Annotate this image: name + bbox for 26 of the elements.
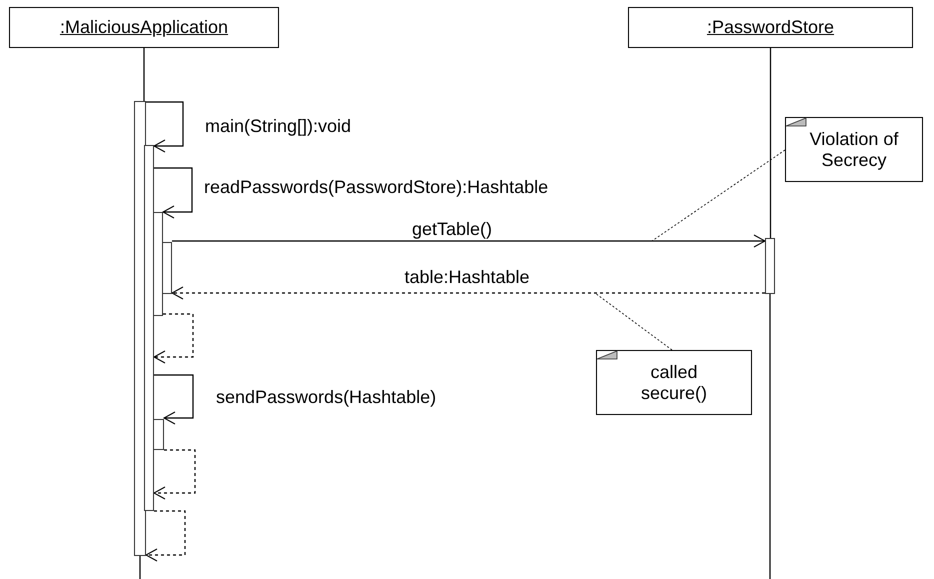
- message-arrow: [154, 374, 194, 424]
- activation-bar: [153, 419, 164, 450]
- activation-bar: [144, 145, 154, 511]
- lifeline: [143, 48, 145, 101]
- note-text: called secure(): [640, 362, 708, 404]
- note: [785, 117, 923, 182]
- message-arrow: [146, 101, 184, 152]
- return-arrow: [146, 510, 186, 562]
- lifeline-header: [9, 7, 279, 48]
- message-arrow: [154, 167, 193, 218]
- leader-line: [652, 150, 786, 242]
- return-arrow: [154, 313, 194, 364]
- return-arrow: [154, 449, 196, 500]
- activation-bar: [765, 238, 775, 294]
- activation-bar: [153, 212, 163, 316]
- note: [596, 350, 752, 415]
- return-arrow: [172, 286, 765, 300]
- leader-line: [594, 292, 672, 350]
- edge-label: readPasswords(PasswordStore):Hashtable: [202, 177, 550, 198]
- lifeline-header: [628, 7, 913, 48]
- note-text: Violation of Secrecy: [808, 128, 900, 170]
- object-name: :PasswordStore: [706, 17, 834, 38]
- activation-bar: [162, 242, 172, 294]
- message-arrow: [172, 234, 766, 248]
- lifeline: [770, 48, 772, 238]
- object-name: :MaliciousApplication: [60, 17, 228, 38]
